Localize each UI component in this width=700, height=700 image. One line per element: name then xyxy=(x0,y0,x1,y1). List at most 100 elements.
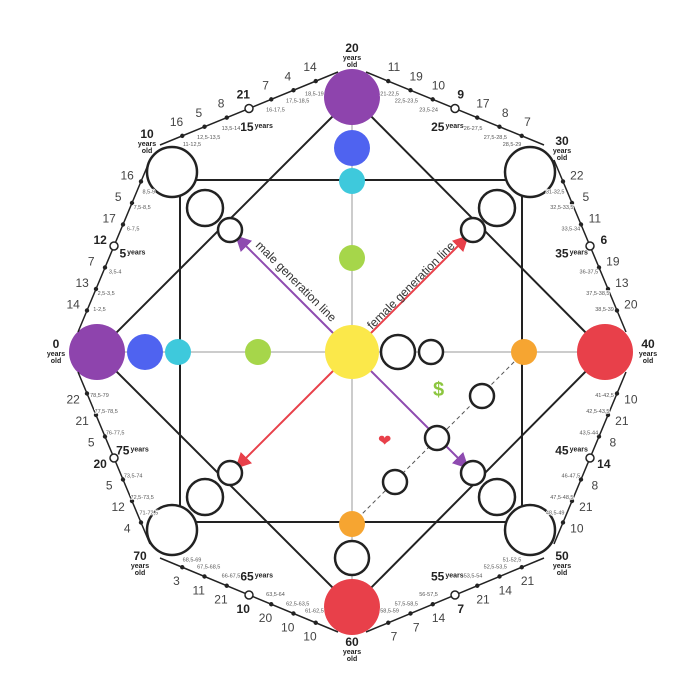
vertex-age-number: 0 xyxy=(53,337,60,351)
energy-number: 10 xyxy=(303,630,317,644)
age-midpoint-marker xyxy=(585,241,595,251)
age-range-label: 12,5-13,5 xyxy=(197,135,220,141)
age-point-marker xyxy=(614,308,620,313)
age-range-label: 3,5-4 xyxy=(109,270,122,276)
energy-number: 21 xyxy=(615,414,629,428)
age-point-marker xyxy=(129,498,135,504)
old-label: old xyxy=(142,148,153,155)
age-range-label: 63,5-64 xyxy=(266,592,285,598)
top-circle xyxy=(324,69,380,125)
energy-number: 21 xyxy=(579,500,593,514)
energy-number: 6 xyxy=(600,233,607,247)
energy-number: 11 xyxy=(388,60,401,74)
age-range-label: 16-17,5 xyxy=(266,108,285,114)
age-midpoint-marker xyxy=(450,103,460,114)
age-range-label: 21-22,5 xyxy=(380,92,399,98)
right-inner-circle xyxy=(379,333,417,371)
age-point-marker xyxy=(93,286,99,292)
diagonal-circle-1 xyxy=(468,382,496,410)
vertex-age-number: 10 xyxy=(140,127,154,141)
age-range-label: 2,5-3,5 xyxy=(98,291,115,297)
energy-number: 8 xyxy=(502,106,509,120)
midpoint-age-label: 75years xyxy=(116,443,149,457)
age-midpoint-marker xyxy=(109,453,119,463)
energy-number: 21 xyxy=(521,574,535,588)
corner-30-circle xyxy=(503,145,557,199)
age-point-marker xyxy=(519,565,524,570)
vertex-age-number: 30 xyxy=(555,134,569,148)
age-range-label: 17,5-18,5 xyxy=(286,98,309,104)
age-range-label: 43,5-44 xyxy=(580,430,599,436)
energy-number: 14 xyxy=(432,611,446,625)
midpoint-age-label: 45years xyxy=(555,443,588,457)
male-line-arrow-lower xyxy=(363,363,469,469)
years-label: years xyxy=(138,141,156,148)
age-point-marker xyxy=(386,78,391,84)
male-generation-line-label: male generation line xyxy=(253,238,340,325)
age-range-label: 36-37,5 xyxy=(580,270,599,276)
energy-number: 14 xyxy=(66,298,80,312)
energy-number: 13 xyxy=(615,276,629,290)
energy-number: 7 xyxy=(391,630,398,644)
left-inner-circle xyxy=(245,339,271,365)
energy-number: 20 xyxy=(93,457,107,471)
energy-number: 7 xyxy=(413,620,420,634)
corner-tr-second xyxy=(477,188,517,228)
energy-number: 21 xyxy=(75,414,89,428)
age-point-marker xyxy=(138,520,144,525)
old-label: old xyxy=(643,358,654,365)
midpoint-age-label: 15years xyxy=(240,120,273,134)
midpoint-age-label: 35years xyxy=(555,247,588,261)
energy-number: 10 xyxy=(432,78,446,92)
money-icon: $ xyxy=(433,379,444,401)
energy-number: 7 xyxy=(524,115,531,129)
vertex-age-labels: 0yearsold10yearsold20yearsold30yearsold4… xyxy=(47,41,657,663)
vertex-age-number: 50 xyxy=(555,549,569,563)
age-midpoint-marker xyxy=(244,590,254,600)
age-range-label: 66-67,5 xyxy=(222,574,241,580)
age-range-label: 71-72,5 xyxy=(140,511,159,517)
age-point-marker xyxy=(224,115,229,120)
age-range-label: 27,5-28,5 xyxy=(484,135,507,141)
age-point-marker xyxy=(291,611,296,616)
energy-number: 10 xyxy=(624,392,638,406)
age-range-label: 7,5-8,5 xyxy=(134,205,151,211)
age-point-marker xyxy=(497,574,502,579)
corner-10-circle xyxy=(145,145,199,199)
age-point-marker xyxy=(408,88,413,93)
age-point-marker xyxy=(120,477,126,482)
age-point-marker xyxy=(605,286,611,292)
years-label: years xyxy=(639,351,657,358)
diagonal-circle-2 xyxy=(423,424,451,452)
energy-number: 14 xyxy=(597,457,611,471)
age-point-marker xyxy=(596,434,602,439)
left-third-circle xyxy=(165,339,191,365)
age-point-marker xyxy=(180,133,185,139)
age-range-label: 13,5-14 xyxy=(222,126,241,132)
age-point-marker xyxy=(430,602,435,607)
age-range-label: 18,5-19 xyxy=(305,92,324,98)
energy-number: 8 xyxy=(591,478,598,492)
age-range-label: 77,5-78,5 xyxy=(95,409,118,415)
energy-number: 5 xyxy=(195,106,202,120)
energy-number: 14 xyxy=(303,60,317,74)
age-range-label: 47,5-48,5 xyxy=(550,495,573,501)
female-line-arrow-upper xyxy=(363,235,469,341)
midpoint-age-label: 55years xyxy=(431,570,464,584)
age-point-marker xyxy=(519,133,524,139)
age-point-marker xyxy=(202,574,207,579)
vertex-age-number: 40 xyxy=(641,337,655,351)
years-label: years xyxy=(343,649,361,656)
age-range-label: 26-27,5 xyxy=(464,126,483,132)
bottom-second-circle xyxy=(333,539,371,577)
age-range-label: 37,5-38,5 xyxy=(586,291,609,297)
age-range-label: 61-62,5 xyxy=(305,608,324,614)
midpoint-age-label: 5years xyxy=(119,247,145,261)
corner-bl-third xyxy=(216,459,244,487)
energy-number: 13 xyxy=(75,276,89,290)
energy-number: 10 xyxy=(570,521,584,535)
energy-number: 11 xyxy=(193,583,206,597)
age-range-label: 58,5-59 xyxy=(380,608,399,614)
energy-number: 12 xyxy=(93,233,107,247)
age-point-marker xyxy=(84,391,90,396)
